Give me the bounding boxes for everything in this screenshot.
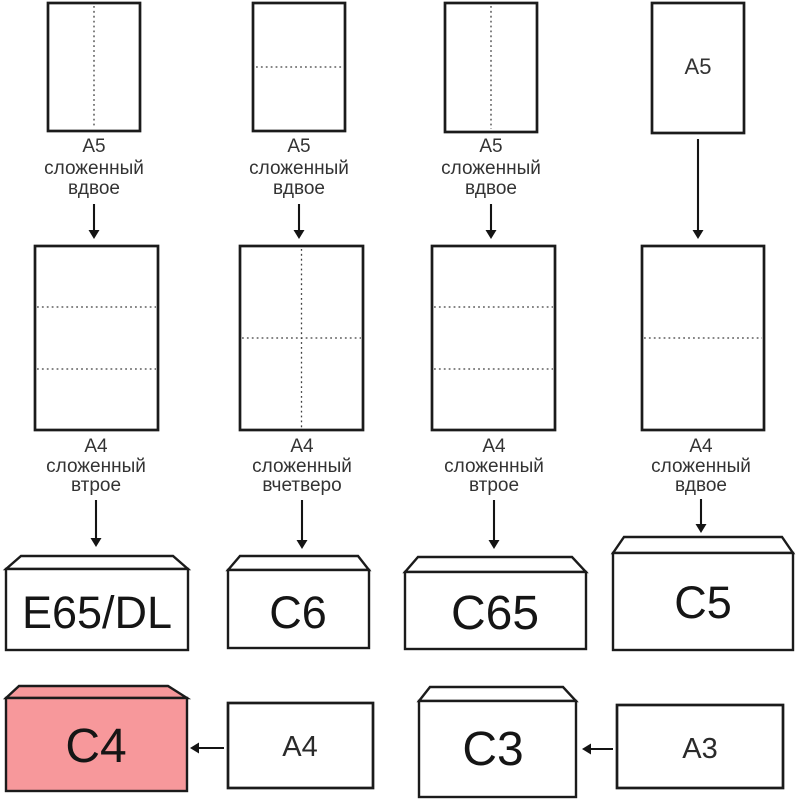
a5-caption-line: A5 [287, 136, 310, 157]
a5-caption-line: сложенный [441, 158, 541, 179]
envelope-label: C5 [674, 577, 732, 628]
down-arrow-head [485, 230, 497, 239]
a5-caption-line: вдвое [68, 178, 120, 199]
a5-caption-line: сложенный [44, 158, 144, 179]
flow-column-c65: A5 сложенный вдвое A4 сложенный втрое C6… [402, 1, 589, 651]
a4-caption-line: втрое [469, 475, 519, 496]
down-arrow-head [695, 524, 707, 533]
envelope-flap [402, 555, 589, 574]
left-arrow-head [582, 743, 591, 755]
envelope-flap [416, 685, 579, 703]
down-arrow-head [296, 540, 308, 549]
envelope-flap [2, 554, 192, 571]
flow-column-c6: A5 сложенный вдвое A4 сложенный вчетверо… [225, 1, 372, 650]
a4-sheet-fold-thirds [33, 244, 160, 432]
flow-column-c5: A5 A4 сложенный вдвое C5 [610, 1, 796, 652]
a4-caption-line: A4 [84, 436, 108, 457]
a4-caption-line: вчетверо [262, 475, 341, 496]
flow-column-e65dl: A5 сложенный вдвое A4 сложенный втрое E6… [2, 1, 192, 652]
a4-caption-line: вдвое [675, 475, 727, 496]
a3-sheet-label: A3 [682, 733, 717, 765]
direct-insert-c4: C4 A4 [2, 684, 375, 793]
envelope-label: C3 [462, 723, 523, 776]
envelope-body [417, 699, 578, 799]
envelope-label: C6 [269, 587, 327, 638]
a4-sheet-label: A4 [282, 731, 317, 763]
envelope-body [403, 570, 588, 651]
envelope-flap-highlighted [2, 684, 192, 700]
a3-sheet-unfolded [615, 703, 785, 790]
envelope-body [4, 567, 190, 652]
envelope-label: C65 [451, 587, 539, 640]
a4-caption-line: сложенный [46, 456, 146, 477]
a5-sheet-label: A5 [685, 54, 712, 79]
a4-caption-line: сложенный [252, 456, 352, 477]
a4-sheet-unfolded [226, 701, 375, 790]
a5-caption-line: вдвое [465, 178, 517, 199]
a5-caption-line: A5 [479, 136, 502, 157]
envelope-label: C4 [65, 720, 126, 773]
down-arrow-head [293, 230, 305, 239]
down-arrow-head [88, 230, 100, 239]
envelope-body [226, 568, 371, 650]
envelope-body [611, 551, 795, 652]
envelope-flap [225, 554, 372, 572]
a5-caption-line: вдвое [273, 178, 325, 199]
a4-caption-line: втрое [71, 475, 121, 496]
a5-sheet-unfolded [650, 1, 746, 135]
a5-caption-line: A5 [82, 136, 105, 157]
a4-sheet-fold-thirds [430, 244, 557, 432]
left-arrow-head [190, 742, 199, 754]
envelope-label: E65/DL [22, 587, 172, 638]
down-arrow-head [692, 230, 704, 239]
a5-caption-line: сложенный [249, 158, 349, 179]
direct-insert-c3: C3 A3 [416, 685, 785, 799]
envelope-body-highlighted [4, 696, 189, 793]
envelope-flap [610, 535, 796, 555]
a4-caption-line: A4 [689, 436, 713, 457]
a4-caption-line: сложенный [651, 456, 751, 477]
down-arrow-head [488, 540, 500, 549]
a4-caption-line: A4 [290, 436, 314, 457]
down-arrow-head [90, 538, 102, 547]
a4-caption-line: сложенный [444, 456, 544, 477]
a4-caption-line: A4 [482, 436, 506, 457]
